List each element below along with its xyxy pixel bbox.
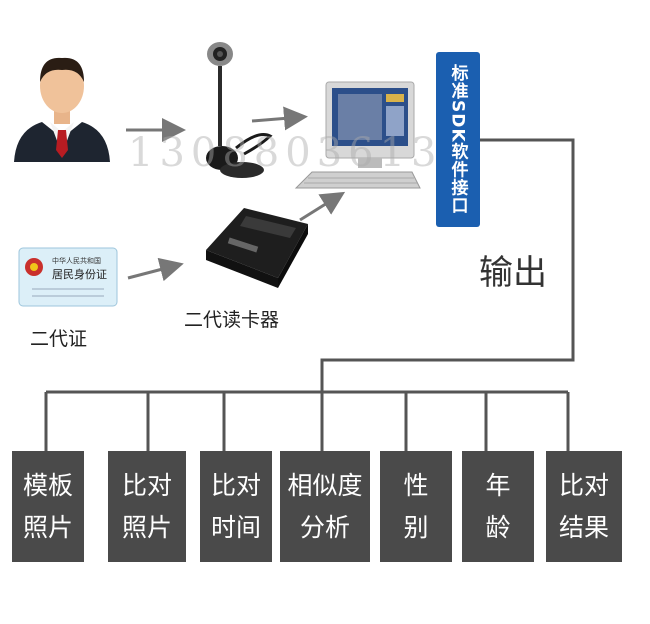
card-reader-label: 二代读卡器 <box>184 309 280 331</box>
sdk-interface-box: 标准SDK软件接口 <box>436 52 480 227</box>
output-box-line1: 性 <box>403 470 429 500</box>
output-box-line2: 结果 <box>558 512 609 542</box>
output-box-line2: 龄 <box>485 512 511 542</box>
output-box-similarity: 相似度 分析 <box>280 451 370 562</box>
output-box-compare-result: 比对 结果 <box>546 451 622 562</box>
output-connector <box>320 138 575 392</box>
output-box-line1: 年 <box>485 470 511 500</box>
output-box-line1: 相似度 <box>287 470 363 500</box>
computer-icon <box>294 81 421 189</box>
output-box-line1: 比对 <box>210 470 261 500</box>
watermark-text: 13088036135 <box>128 130 474 176</box>
output-box-gender: 性 别 <box>380 451 452 562</box>
arrow-camera-to-computer <box>251 106 308 131</box>
output-box-age: 年 龄 <box>462 451 534 562</box>
sdk-interface-label: 标准SDK软件接口 <box>447 64 468 215</box>
output-box-compare-photo: 比对 照片 <box>108 451 186 562</box>
arrow-reader-to-computer <box>299 191 346 222</box>
id-card-icon: 中华人民共和国 居民身份证 <box>18 247 118 307</box>
output-box-line2: 照片 <box>22 512 73 542</box>
output-box-line2: 分析 <box>299 512 350 542</box>
output-box-line2: 照片 <box>121 512 172 542</box>
output-label: 输出 <box>479 253 547 293</box>
output-box-line1: 模板 <box>22 470 73 500</box>
output-box-line2: 时间 <box>210 512 261 542</box>
output-box-template-photo: 模板 照片 <box>12 451 84 562</box>
output-box-line1: 比对 <box>121 470 172 500</box>
webcam-icon <box>206 42 273 178</box>
id-card-line1: 中华人民共和国 <box>52 256 101 265</box>
id-card-line2: 居民身份证 <box>52 267 107 281</box>
output-box-line1: 比对 <box>558 470 609 500</box>
arrow-card-to-reader <box>127 257 184 282</box>
output-box-compare-time: 比对 时间 <box>200 451 272 562</box>
id-card-label: 二代证 <box>30 328 88 350</box>
card-reader-icon <box>206 208 308 288</box>
person-icon <box>14 57 110 162</box>
output-box-line2: 别 <box>403 512 429 542</box>
